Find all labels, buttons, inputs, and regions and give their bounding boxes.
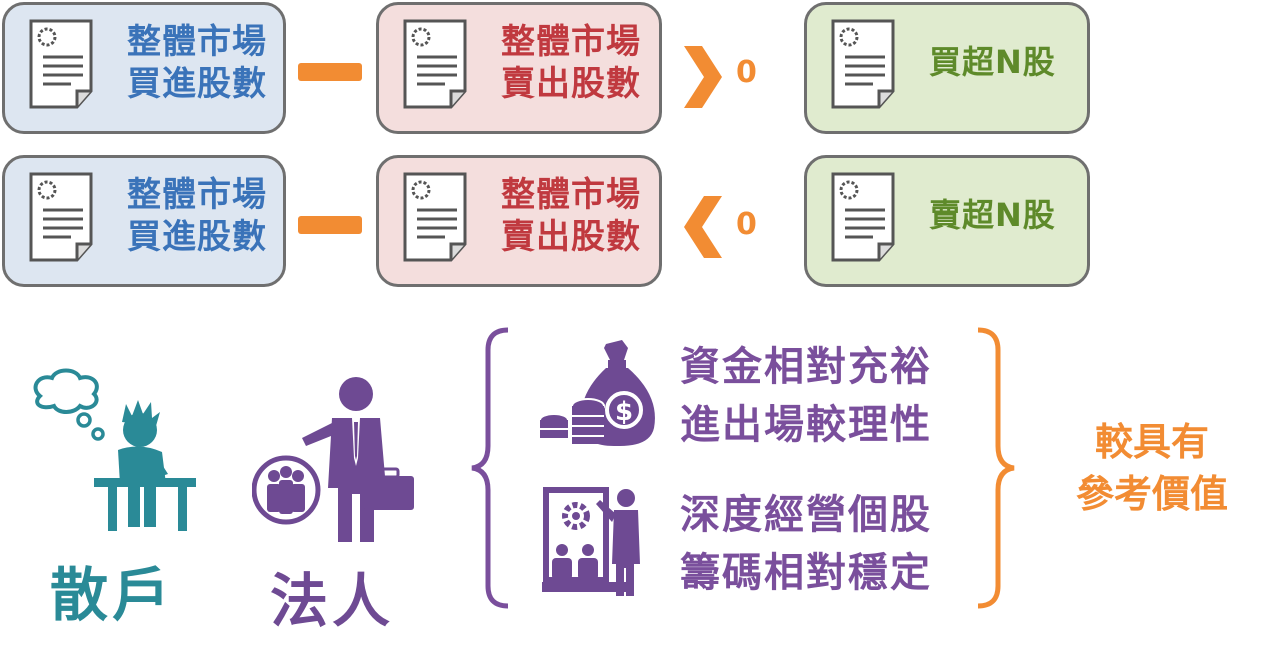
row2-result-text: 賣超N股 xyxy=(929,196,1056,234)
document-icon xyxy=(831,172,895,262)
row1-result-box: 買超N股 xyxy=(804,2,1090,134)
row2-sell-line2: 賣出股數 xyxy=(501,217,641,257)
trait1-text: 資金相對充裕 進出場較理性 xyxy=(680,338,932,454)
money-bag-coins-icon: $ xyxy=(539,340,655,446)
conclusion-text: 較具有 參考價值 xyxy=(1052,416,1252,520)
document-icon xyxy=(403,172,467,262)
trait2-text: 深度經營個股 籌碼相對穩定 xyxy=(680,486,932,602)
row1-zero: 0 xyxy=(736,55,757,90)
row2-sell-line1: 整體市場 xyxy=(501,175,641,215)
row1-result-text: 買超N股 xyxy=(929,43,1056,81)
businessman-with-group-icon xyxy=(252,377,414,542)
document-icon xyxy=(29,19,93,109)
left-brace xyxy=(471,327,509,609)
trait1-line2: 進出場較理性 xyxy=(680,402,932,448)
row2-buy-text: 整體市場 買進股數 xyxy=(127,174,267,258)
document-icon xyxy=(831,19,895,109)
institution-label: 法人 xyxy=(270,567,395,635)
row1-buy-text: 整體市場 買進股數 xyxy=(127,21,267,105)
row1-sell-box: 整體市場 賣出股數 xyxy=(376,2,662,134)
row1-buy-line2: 買進股數 xyxy=(127,64,267,104)
row2-result-box: 賣超N股 xyxy=(804,155,1090,287)
retail-label: 散戶 xyxy=(50,561,175,629)
row1-buy-box: 整體市場 買進股數 xyxy=(2,2,286,134)
row2-buy-line1: 整體市場 xyxy=(127,175,267,215)
row2-sell-text: 整體市場 賣出股數 xyxy=(501,174,641,258)
row1-sell-line2: 賣出股數 xyxy=(501,64,641,104)
row1-buy-line1: 整體市場 xyxy=(127,22,267,62)
document-icon xyxy=(29,172,93,262)
row1-minus-sign xyxy=(298,63,362,81)
trait1-line1: 資金相對充裕 xyxy=(680,344,932,390)
row1-sell-text: 整體市場 賣出股數 xyxy=(501,21,641,105)
conclusion-line2: 參考價值 xyxy=(1075,472,1228,516)
row1-sell-line1: 整體市場 xyxy=(501,22,641,62)
row2-zero: 0 xyxy=(736,207,757,242)
row2-minus-sign xyxy=(298,216,362,234)
row2-sell-box: 整體市場 賣出股數 xyxy=(376,155,662,287)
svg-text:$: $ xyxy=(615,397,633,427)
trait2-line2: 籌碼相對穩定 xyxy=(680,550,932,596)
thinking-person-at-desk-icon xyxy=(33,368,196,531)
conclusion-line1: 較具有 xyxy=(1094,420,1209,464)
right-brace xyxy=(977,327,1015,609)
greater-than-chevron-icon xyxy=(684,46,722,108)
less-than-chevron-icon xyxy=(684,196,722,258)
presenter-board-icon xyxy=(542,487,640,596)
document-icon xyxy=(403,19,467,109)
row2-buy-line2: 買進股數 xyxy=(127,217,267,257)
row2-buy-box: 整體市場 買進股數 xyxy=(2,155,286,287)
trait2-line1: 深度經營個股 xyxy=(680,492,932,538)
